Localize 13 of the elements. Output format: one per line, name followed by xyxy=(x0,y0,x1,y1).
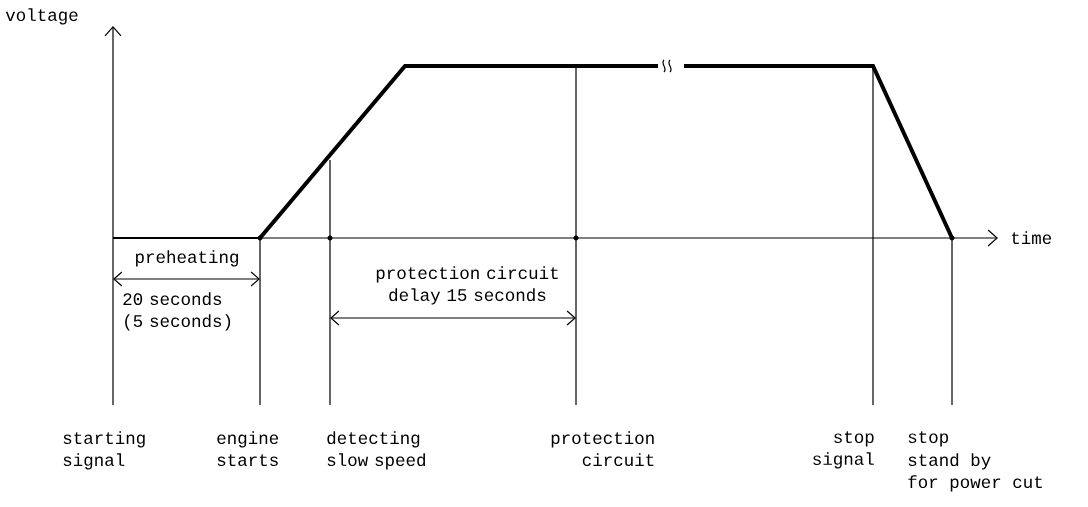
axis-label: voltage xyxy=(5,8,78,25)
event-label: for power cut xyxy=(908,475,1042,492)
event-label: detecting slow speed xyxy=(327,431,425,470)
annotation-text: protection circuit delay 15 seconds xyxy=(376,266,558,305)
event-label: stand by xyxy=(908,453,991,470)
event-label: stop signal xyxy=(813,431,874,469)
event-label: stop xyxy=(908,431,948,447)
event-label: protection circuit xyxy=(551,431,654,467)
axis-label: time xyxy=(1011,231,1052,245)
event-label: engine starts xyxy=(217,431,279,467)
annotation-text: 20 seconds (5 seconds) xyxy=(123,292,231,331)
annotation-text: preheating xyxy=(136,250,238,267)
event-label: starting signal xyxy=(63,431,145,470)
